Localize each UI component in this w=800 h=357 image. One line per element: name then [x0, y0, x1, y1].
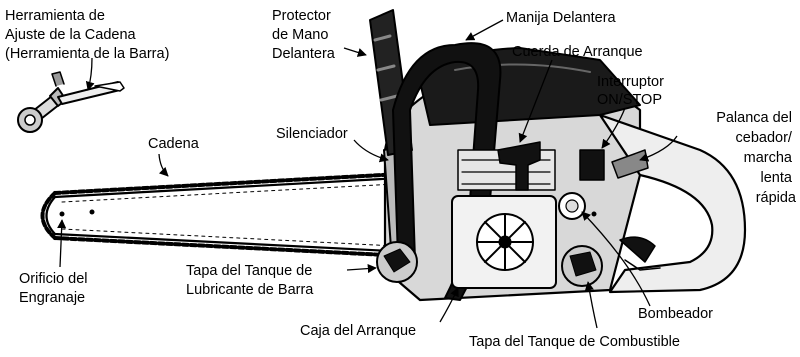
bar-tool-icon [17, 71, 125, 133]
leader-lines [57, 19, 678, 329]
leader-choke [639, 135, 678, 162]
chainsaw-illustration [17, 9, 747, 302]
leader-oil-cap [346, 264, 377, 274]
label-starter-rope: Cuerda de Arranque [512, 44, 643, 60]
leader-tool [85, 57, 95, 91]
leader-starter-rope [518, 59, 553, 143]
oil-cap-icon [376, 241, 418, 283]
sprocket-hole-icon [59, 211, 65, 217]
label-primer: Bombeador [638, 306, 713, 322]
label-oil-cap: Tapa del Tanque de Lubricante de Barra [186, 263, 316, 298]
starter-rope-handle-icon [497, 141, 541, 191]
leader-switch [601, 107, 626, 149]
label-fuel-cap: Tapa del Tanque de Combustible [469, 334, 680, 350]
leader-muffler [353, 139, 389, 163]
guide-bar [45, 176, 412, 254]
leader-sprocket [57, 219, 67, 268]
starter-housing-icon [451, 149, 557, 289]
leader-front-handle [465, 19, 504, 41]
label-choke-lever: Palanca del cebador/ marcha lenta rápida [716, 110, 797, 206]
label-hand-guard: Protector de Mano Delantera [272, 8, 336, 62]
label-sprocket-hole: Orificio del Engranaje [19, 271, 92, 306]
leader-primer [581, 211, 651, 307]
label-tool: Herramienta de Ajuste de la Cadena (Herr… [5, 8, 169, 62]
label-starter-housing: Caja del Arranque [300, 323, 416, 339]
fuel-cap-icon [561, 245, 603, 287]
label-muffler: Silenciador [276, 126, 348, 142]
label-chain: Cadena [148, 136, 200, 152]
label-front-handle: Manija Delantera [506, 10, 617, 26]
callout-labels: Herramienta de Ajuste de la Cadena (Herr… [5, 8, 797, 350]
leader-chain [158, 153, 169, 177]
leader-hand-guard [343, 47, 367, 57]
leader-fuel-cap [584, 281, 598, 329]
chain [40, 172, 407, 258]
label-on-stop-switch: Interruptor ON/STOP [597, 74, 668, 108]
on-stop-switch-icon [579, 149, 605, 181]
choke-lever-icon [611, 149, 649, 179]
leader-starter-housing [439, 287, 459, 323]
